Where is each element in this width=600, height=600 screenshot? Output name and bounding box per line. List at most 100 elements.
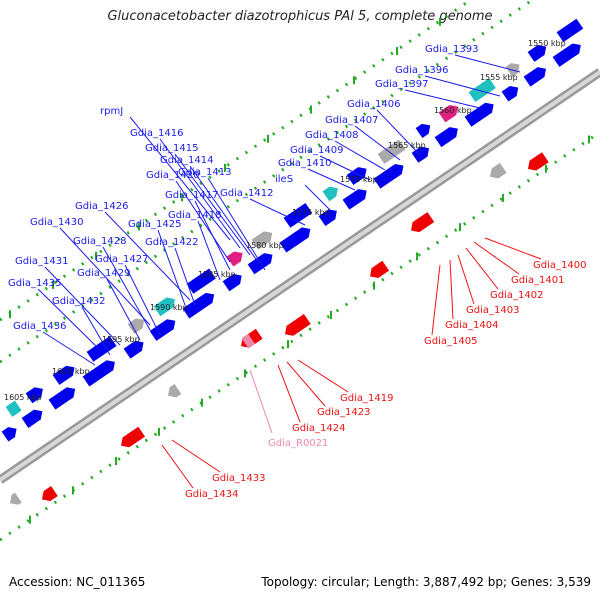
forward-gene bbox=[434, 127, 458, 148]
reverse-gene bbox=[490, 162, 507, 179]
forward-gene-label: ileS bbox=[275, 174, 293, 185]
reverse-gene-shape bbox=[528, 152, 549, 171]
reverse-gene bbox=[121, 426, 146, 448]
forward-gene-label: Gdia_1420 bbox=[146, 170, 199, 181]
forward-label-leader bbox=[354, 125, 401, 161]
forward-gene bbox=[5, 400, 22, 417]
reverse-label-leader bbox=[449, 259, 454, 320]
forward-label-leader bbox=[424, 75, 501, 97]
kbp-tick-label: 1595 kbp bbox=[102, 335, 140, 344]
forward-gene-shape bbox=[318, 209, 337, 227]
forward-gene-shape bbox=[1, 427, 17, 442]
forward-gene bbox=[1, 427, 17, 442]
reverse-gene-label: Gdia_1434 bbox=[185, 489, 238, 500]
forward-label-leader bbox=[319, 155, 371, 181]
tick-track-2 bbox=[0, 130, 600, 542]
kbp-tick-label: 1580 kbp bbox=[246, 241, 284, 250]
forward-gene-label: Gdia_1418 bbox=[168, 210, 221, 221]
forward-gene bbox=[438, 105, 458, 123]
forward-gene bbox=[322, 186, 338, 202]
reverse-label-leader bbox=[473, 241, 520, 275]
forward-gene bbox=[251, 231, 273, 250]
forward-gene-shape bbox=[279, 227, 311, 253]
kbp-tick-label: 1565 kbp bbox=[388, 141, 426, 150]
reverse-gene-label: Gdia_1419 bbox=[340, 393, 393, 404]
forward-label-leader bbox=[104, 211, 191, 301]
forward-label-leader bbox=[454, 54, 521, 73]
forward-label-leader bbox=[44, 266, 121, 346]
forward-gene bbox=[48, 387, 76, 410]
forward-gene-shape bbox=[5, 400, 22, 417]
reverse-label-leader bbox=[171, 439, 221, 473]
reverse-gene bbox=[370, 260, 390, 278]
forward-gene-label: Gdia_1415 bbox=[145, 143, 198, 154]
forward-gene bbox=[226, 251, 243, 267]
reverse-gene-shape bbox=[490, 162, 507, 179]
reverse-label-leader bbox=[277, 364, 301, 423]
forward-label-leader bbox=[81, 306, 111, 356]
reverse-gene-label: Gdia_1423 bbox=[317, 407, 370, 418]
forward-label-leader bbox=[157, 229, 186, 306]
forward-gene-shape bbox=[377, 139, 406, 164]
forward-label-leader bbox=[376, 109, 421, 156]
forward-gene bbox=[552, 43, 581, 67]
reverse-gene bbox=[10, 492, 22, 505]
reverse-label-leader bbox=[431, 264, 441, 336]
forward-gene bbox=[182, 292, 215, 319]
forward-gene-label: Gdia_1425 bbox=[128, 219, 181, 230]
reverse-gene-label: Gdia_1424 bbox=[292, 423, 345, 434]
forward-gene-label: Gdia_1408 bbox=[305, 130, 358, 141]
genome-backbone bbox=[0, 68, 600, 484]
forward-gene-label: Gdia_1436 bbox=[13, 321, 66, 332]
forward-gene bbox=[21, 409, 43, 428]
forward-gene-shape bbox=[86, 336, 117, 362]
forward-gene-label: Gdia_1416 bbox=[130, 128, 183, 139]
label-leader-layer bbox=[37, 54, 542, 489]
forward-gene-shape bbox=[322, 186, 338, 202]
reverse-label-leader bbox=[297, 359, 349, 393]
reverse-gene-shape bbox=[42, 486, 58, 502]
reverse-gene-label: Gdia_1401 bbox=[511, 275, 564, 286]
forward-gene-shape bbox=[556, 18, 584, 43]
forward-gene-shape bbox=[251, 231, 273, 250]
reverse-gene bbox=[285, 314, 311, 336]
forward-gene-label: Gdia_1435 bbox=[8, 278, 61, 289]
forward-label-leader bbox=[207, 177, 266, 271]
forward-gene-label: Gdia_1428 bbox=[73, 236, 126, 247]
forward-gene bbox=[527, 44, 547, 62]
reverse-label-leader bbox=[161, 444, 194, 489]
forward-gene-shape bbox=[127, 318, 145, 334]
feature-layer bbox=[1, 18, 584, 505]
forward-gene bbox=[186, 268, 216, 294]
forward-label-leader bbox=[197, 220, 221, 281]
reverse-label-leader bbox=[484, 237, 542, 260]
forward-gene bbox=[127, 318, 145, 334]
genome-stats-label: Topology: circular; Length: 3,887,492 bp… bbox=[261, 575, 591, 589]
forward-label-leader bbox=[174, 247, 196, 306]
reverse-gene bbox=[168, 384, 182, 398]
reverse-gene-label: Gdia_1403 bbox=[466, 305, 519, 316]
forward-gene bbox=[373, 164, 404, 189]
forward-gene bbox=[318, 209, 337, 227]
forward-gene bbox=[283, 203, 313, 228]
forward-gene-label: Gdia_1414 bbox=[160, 155, 213, 166]
forward-label-leader bbox=[42, 331, 96, 366]
reverse-label-leader bbox=[286, 361, 326, 407]
reverse-gene-shape bbox=[168, 384, 182, 398]
forward-gene-shape bbox=[226, 251, 243, 267]
forward-gene-shape bbox=[52, 365, 75, 385]
forward-gene-shape bbox=[438, 105, 458, 123]
forward-gene bbox=[247, 253, 273, 275]
reverse-gene-label: Gdia_1402 bbox=[490, 290, 543, 301]
forward-gene-shape bbox=[552, 43, 581, 67]
kbp-tick-label: 1605 kbp bbox=[4, 393, 42, 402]
forward-gene-shape bbox=[527, 44, 547, 62]
forward-gene-shape bbox=[501, 86, 519, 102]
forward-label-leader bbox=[59, 227, 151, 326]
forward-gene bbox=[52, 365, 75, 385]
forward-label-leader bbox=[404, 89, 481, 109]
kbp-tick-label: 1560 kbp bbox=[434, 106, 472, 115]
forward-gene-label: Gdia_1407 bbox=[325, 115, 378, 126]
reverse-label-leader bbox=[457, 254, 475, 305]
